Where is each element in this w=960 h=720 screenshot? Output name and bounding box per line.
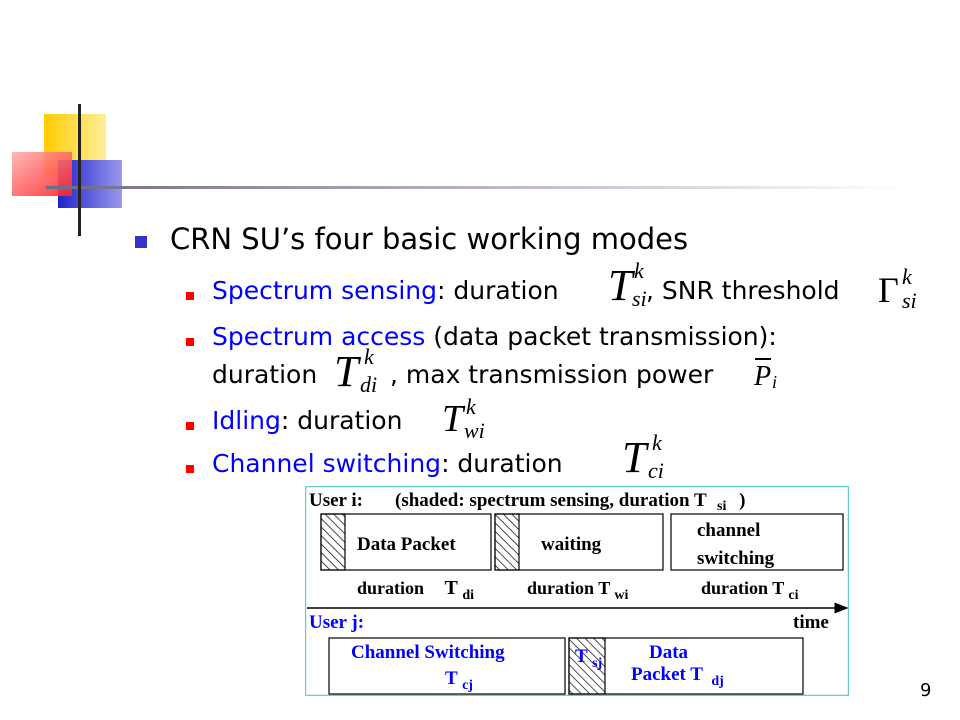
math-idle-duration: T k wi	[442, 394, 485, 443]
duration-wi: duration T wi	[527, 578, 628, 603]
item-term: Channel switching	[212, 449, 442, 478]
time-label: time	[793, 612, 829, 633]
sub-bullet-marker	[186, 292, 194, 300]
item-text-duration: duration	[212, 360, 318, 389]
item-term: Spectrum sensing	[212, 276, 438, 305]
math-switch-duration: T k ci	[622, 430, 664, 483]
item-term: Idling	[212, 406, 281, 435]
sensing-hatch-2	[494, 513, 520, 571]
channel-switching-label-1: channel	[697, 520, 760, 541]
duration-di: duration T di	[357, 577, 474, 603]
item-spectrum-access: Spectrum access (data packet transmissio…	[212, 322, 777, 351]
page-number: 9	[920, 680, 932, 701]
waiting-label: waiting	[541, 534, 602, 555]
math-access-duration: T k di	[334, 344, 378, 397]
item-idling: Idling: duration	[212, 406, 402, 435]
item-text-power: , max transmission power	[390, 360, 714, 389]
channel-switching-label-2: switching	[697, 548, 775, 569]
data-packet-label: Data Packet	[357, 534, 456, 555]
waiting-box	[494, 513, 664, 571]
item-channel-switching: Channel switching: duration	[212, 449, 563, 478]
item-text-snr: , SNR threshold	[646, 276, 840, 305]
title-decoration	[12, 104, 906, 236]
sub-bullet-marker	[186, 422, 194, 430]
main-bullet-text: CRN SU’s four basic working modes	[170, 222, 689, 256]
item-text: : duration	[280, 406, 403, 435]
sensing-j-label: T sj	[575, 646, 602, 671]
channel-switching-j-box	[328, 637, 566, 695]
main-bullet-marker	[135, 236, 147, 248]
item-text: (data packet transmission):	[425, 322, 777, 351]
sensing-hatch-j	[568, 637, 606, 695]
channel-switching-j-label: Channel Switching	[351, 642, 505, 663]
red-square	[12, 152, 72, 196]
duration-ci: duration T ci	[701, 578, 799, 603]
math-max-power: P i	[752, 358, 782, 396]
item-text: : duration	[437, 276, 559, 305]
channel-switching-box	[670, 513, 844, 571]
item-term: Spectrum access	[212, 322, 426, 351]
horizontal-rule	[46, 186, 906, 189]
sensing-hatch-1	[320, 513, 346, 571]
math-sensing-duration: T k si	[608, 258, 647, 311]
item-spectrum-sensing: Spectrum sensing: duration	[212, 276, 559, 305]
data-packet-j-label-2: Packet T dj	[631, 664, 724, 689]
sub-bullet-marker	[186, 465, 194, 473]
vertical-rule	[78, 104, 81, 236]
overline	[755, 358, 771, 360]
data-packet-j-label-1: Data	[649, 642, 689, 663]
timing-diagram: User i: (shaded: spectrum sensing, durat…	[305, 486, 849, 696]
channel-switching-j-time: T cj	[445, 668, 473, 693]
data-packet-box	[320, 513, 492, 571]
math-snr-threshold: Γ k si	[878, 264, 917, 313]
data-packet-j-box	[568, 637, 804, 695]
sub-bullet-marker	[186, 338, 194, 346]
user-i-label: User i:	[309, 490, 363, 511]
user-j-label: User j:	[309, 612, 364, 633]
item-text: : duration	[441, 449, 563, 478]
user-i-caption: (shaded: spectrum sensing, duration T si…	[395, 490, 745, 515]
